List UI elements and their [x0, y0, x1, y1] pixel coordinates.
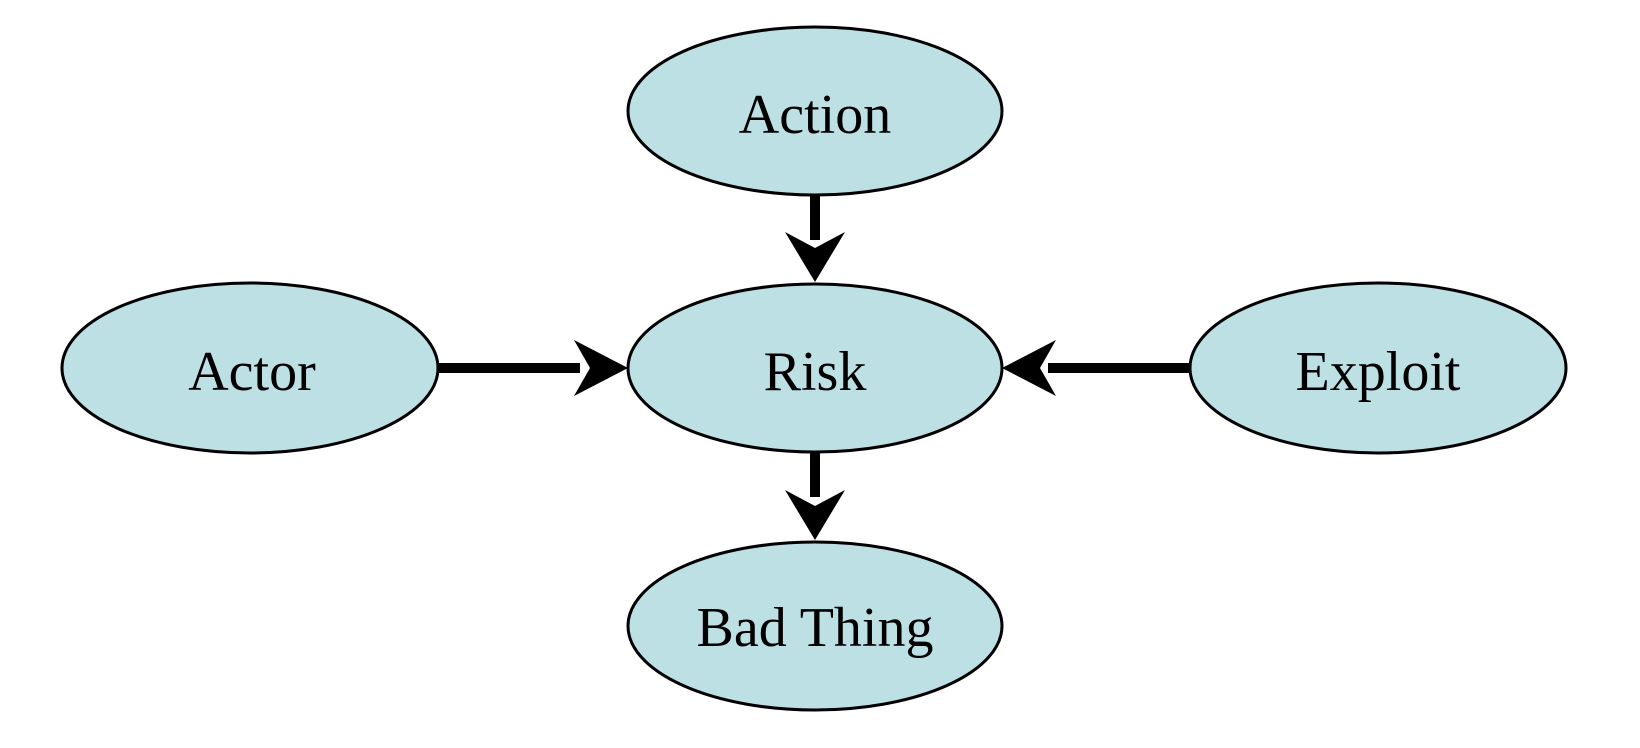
node-exploit: Exploit	[1188, 281, 1568, 455]
node-action-shape	[626, 25, 1004, 197]
node-risk: Risk	[626, 282, 1004, 454]
node-risk-shape	[626, 282, 1004, 454]
edge-action-to-risk-arrowhead	[785, 232, 845, 282]
edge-exploit-to-risk-arrowhead	[1002, 340, 1056, 396]
node-bad-thing: Bad Thing	[626, 540, 1004, 712]
edge-exploit-to-risk	[1002, 340, 1190, 396]
node-actor-shape	[60, 281, 440, 455]
node-actor-label: Actor	[188, 341, 316, 403]
node-risk-label: Risk	[764, 341, 867, 403]
edge-actor-to-risk	[438, 340, 628, 396]
node-action: Action	[626, 25, 1004, 197]
edge-action-to-risk	[785, 195, 845, 282]
node-exploit-shape	[1188, 281, 1568, 455]
node-exploit-label: Exploit	[1296, 341, 1461, 403]
edge-risk-to-bad-thing-arrowhead	[785, 490, 845, 540]
node-action-label: Action	[739, 84, 891, 146]
node-bad-thing-label: Bad Thing	[697, 597, 934, 659]
edge-risk-to-bad-thing	[785, 452, 845, 540]
node-actor: Actor	[60, 281, 440, 455]
node-bad-thing-shape	[626, 540, 1004, 712]
edge-actor-to-risk-arrowhead	[574, 340, 628, 396]
